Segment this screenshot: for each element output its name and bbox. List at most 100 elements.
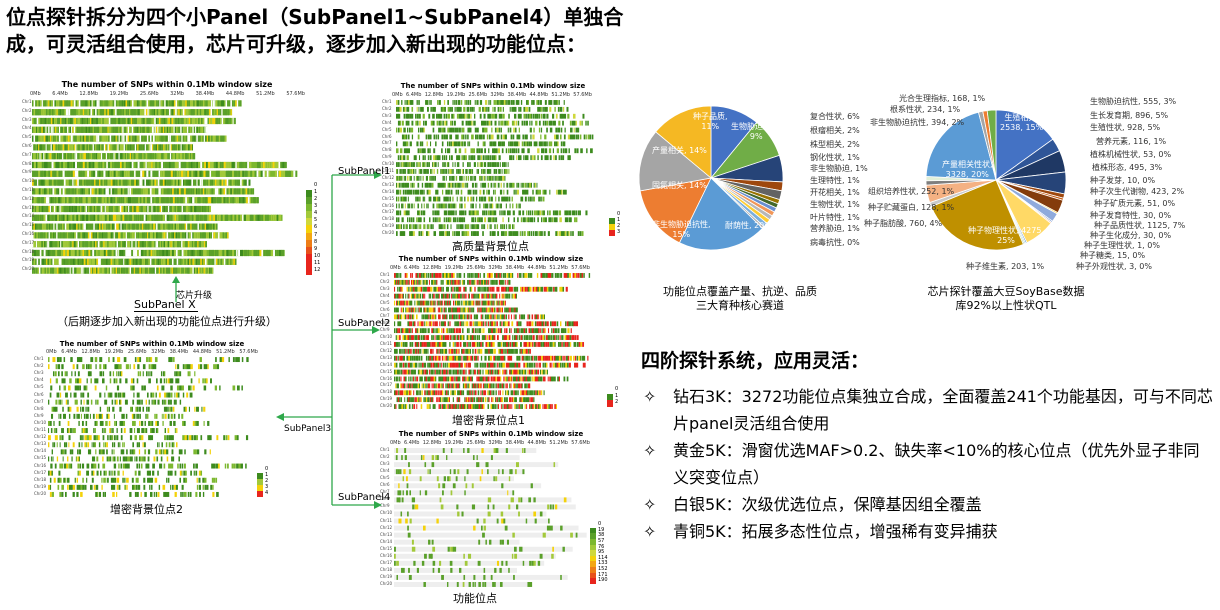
legend-swatch — [590, 544, 596, 551]
chromosome-label: Chr18 — [380, 389, 393, 395]
chromosome-label: Chr19 — [22, 257, 35, 263]
legend-swatch — [306, 267, 312, 275]
axis-tick: 32Mb — [170, 91, 184, 97]
pie1-inner-label: 固氮相关, 14% — [652, 181, 707, 190]
subpanel3-title: The number of SNPs within 0.1Mb window s… — [59, 340, 245, 348]
legend-swatch — [590, 538, 596, 545]
chromosome-label: Chr15 — [34, 455, 47, 461]
legend-label: 19 — [598, 526, 605, 533]
subpanel2-arrow-label: SubPanel2 — [338, 318, 391, 329]
legend-label: 7 — [314, 231, 318, 238]
chromosome-label: Chr14 — [34, 448, 47, 454]
chromosome-label: Chr20 — [380, 580, 393, 586]
pie2-inner-label: 产量相关性状,3328, 20% — [942, 160, 993, 179]
legend-swatch — [609, 218, 615, 224]
chromosome-label: Chr4 — [380, 468, 390, 474]
system-item-text: 白银5K：次级优选位点，保障基因组全覆盖 — [673, 495, 982, 514]
chromosome-label: Chr11 — [380, 341, 393, 346]
system-item-text: 钻石3K：3272功能位点集独立合成，全面覆盖241个功能基因，可与不同芯片pa… — [673, 387, 1213, 433]
chromosome-label: Chr13 — [382, 181, 395, 187]
axis-tick: 25.6Mb — [466, 440, 486, 446]
legend-label: 8 — [314, 238, 318, 245]
legend-swatch — [306, 239, 312, 247]
legend-label: 2 — [314, 196, 318, 203]
pie2-caption-line2: 库92%以上性状QTL — [955, 299, 1057, 312]
headline: 位点探针拆分为四个小Panel（SubPanel1~SubPanel4）单独合成… — [6, 5, 624, 56]
chromosome-label: Chr15 — [380, 368, 393, 374]
chromosome-label: Chr8 — [380, 320, 390, 326]
legend-label: 1 — [314, 189, 318, 196]
pie2-inner-label: 生殖相关,2538, 15% — [1000, 113, 1044, 132]
chromosome-label: Chr15 — [22, 222, 35, 228]
chromosome-label: Chr14 — [380, 361, 393, 367]
functional-sites-pie — [638, 105, 784, 251]
pie2-caption-line1: 芯片探针覆盖大豆SoyBase数据 — [927, 285, 1085, 298]
axis-tick: 32Mb — [490, 92, 505, 98]
pie1-outer-label: 叶片特性, 1% — [810, 213, 860, 222]
axis-tick: 25.6Mb — [466, 265, 486, 271]
subpanel1-caption: 高质量背景位点 — [452, 240, 529, 253]
axis-tick: 38.4Mb — [169, 349, 189, 355]
pie2-outer-label: 生长发育期, 896, 5% — [1090, 111, 1169, 120]
subpanel3-plot: The number of SNPs within 0.1Mb window s… — [34, 340, 270, 498]
chromosome-label: Chr1 — [22, 99, 32, 104]
axis-tick: 25.6Mb — [468, 92, 488, 98]
legend-label: 10 — [314, 252, 321, 259]
chromosome-label: Chr15 — [382, 195, 395, 201]
qtl-coverage-pie — [926, 109, 1067, 251]
pie-slice — [926, 111, 997, 181]
subpanel3-caption: 增密背景位点2 — [110, 503, 183, 516]
axis-tick: 12.8Mb — [422, 440, 442, 446]
axis-tick: 57.6Mb — [571, 440, 590, 446]
subpanel-connector-arrows — [276, 171, 382, 509]
legend-swatch — [306, 183, 312, 191]
legend-swatch — [306, 218, 312, 226]
upgrade-label: 芯片升级 — [176, 291, 213, 301]
chromosome-label: Chr8 — [380, 496, 390, 502]
legend-label: 4 — [265, 490, 269, 496]
chromosome-label: Chr8 — [34, 405, 44, 411]
legend-label: 2 — [265, 478, 269, 484]
chromosome-label: Chr5 — [34, 384, 44, 390]
pie2-outer-label: 光合生理指标, 168, 1% — [899, 94, 986, 103]
chromosome-label: Chr16 — [34, 462, 47, 468]
axis-tick: 44.8Mb — [527, 265, 547, 271]
diamond-bullet-icon: ✧ — [643, 387, 657, 406]
axis-tick: 6.4Mb — [405, 92, 422, 98]
legend-label: 3 — [265, 484, 269, 490]
axis-tick: 51.2Mb — [216, 349, 235, 355]
legend-swatch — [306, 253, 312, 261]
pie2-outer-label: 种子糖类, 15, 0% — [1080, 251, 1146, 260]
legend-swatch — [590, 567, 596, 573]
chromosome-label: Chr10 — [22, 178, 35, 184]
legend-label: 0 — [617, 211, 621, 217]
legend-swatch — [590, 572, 596, 579]
axis-tick: 0Mb — [390, 440, 401, 446]
system-list: ✧ 钻石3K：3272功能位点集独立合成，全面覆盖241个功能基因，可与不同芯片p… — [643, 383, 1215, 545]
pie1-inner-label: 非生物胁迫抗性,15% — [652, 220, 711, 239]
heatmap-strips — [48, 357, 253, 497]
legend-swatch — [607, 393, 613, 401]
legend-swatch — [590, 561, 596, 568]
pie1-outer-label: 生物性状, 1% — [810, 200, 860, 209]
legend-label: 1 — [615, 392, 619, 399]
chromosome-label: Chr19 — [34, 483, 47, 489]
subpanel-x-label: SubPanel X — [134, 298, 196, 311]
chromosome-label: Chr10 — [34, 419, 47, 425]
chromosome-label: Chr8 — [22, 160, 32, 166]
chromosome-label: Chr5 — [22, 134, 32, 140]
axis-tick: 0Mb — [392, 92, 403, 98]
pie2-outer-label: 非生物胁迫抗性, 394, 2% — [870, 118, 965, 127]
subpanel2-plot: The number of SNPs within 0.1Mb window s… — [380, 255, 602, 410]
subpanel2-rows — [394, 272, 594, 410]
chromosome-label: Chr17 — [380, 559, 393, 565]
pie1-outer-label: 开花相关, 1% — [810, 188, 860, 197]
pie1-inner-label: 生物胁迫抗性,9% — [731, 122, 782, 141]
axis-tick: 44.8Mb — [527, 440, 547, 446]
